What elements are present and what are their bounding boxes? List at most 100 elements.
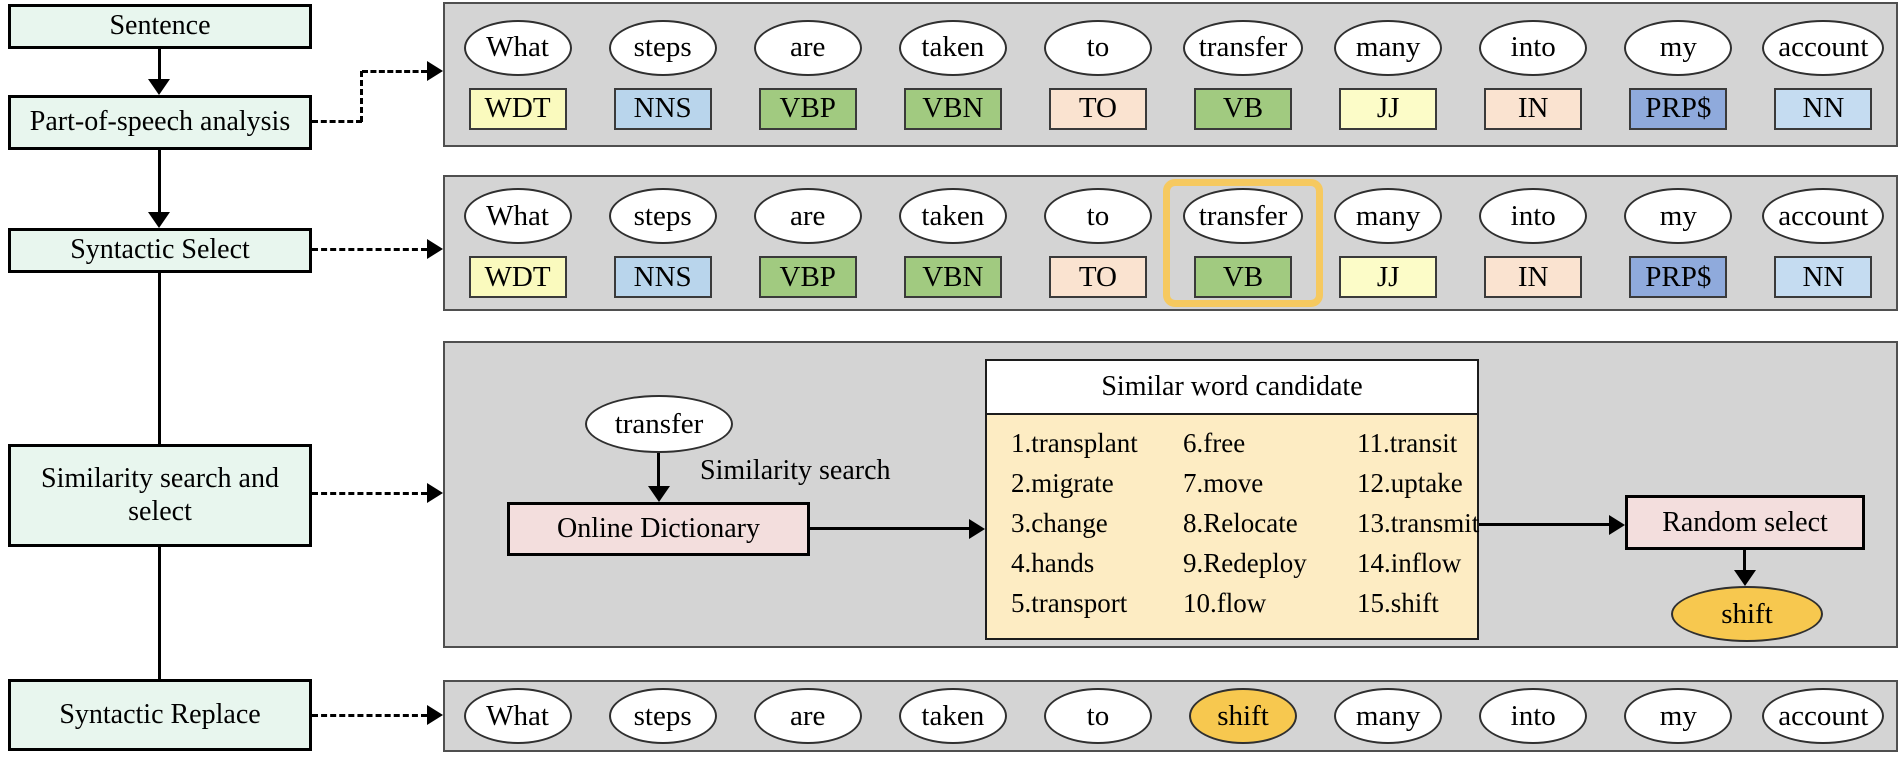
token-column: are VBP xyxy=(735,4,880,145)
candidate-item: 7.move xyxy=(1183,468,1264,498)
token-column: are xyxy=(735,682,880,750)
token-column: steps xyxy=(590,682,735,750)
word-ellipse: are xyxy=(753,688,862,744)
arrow-right-icon xyxy=(969,519,985,539)
connector-line xyxy=(1479,523,1609,526)
connector-line xyxy=(657,453,660,487)
candidate-table-title: Similar word candidate xyxy=(987,361,1477,415)
candidate-item: 10.flow xyxy=(1183,588,1267,618)
word-ellipse: taken xyxy=(898,188,1007,244)
connector-line xyxy=(1743,550,1746,571)
word-ellipse: transfer xyxy=(1182,188,1304,244)
word-ellipse: What xyxy=(463,688,572,744)
token-column: What WDT xyxy=(445,4,590,145)
candidate-item: 1.transplant xyxy=(1011,428,1138,458)
flow-step-similarity-search: Similarity search and select xyxy=(8,444,312,547)
token-column: steps NNS xyxy=(590,4,735,145)
candidate-item: 15.shift xyxy=(1357,588,1439,618)
pos-tag: JJ xyxy=(1339,256,1438,298)
pos-tag: NNS xyxy=(613,256,712,298)
word-ellipse: account xyxy=(1762,19,1885,76)
token-column: account NN xyxy=(1751,4,1896,145)
word-ellipse: to xyxy=(1043,688,1152,744)
connector-line xyxy=(810,527,969,530)
word-ellipse: are xyxy=(753,188,862,244)
dashed-connector xyxy=(312,714,427,717)
token-column: into IN xyxy=(1461,177,1606,309)
dashed-connector xyxy=(312,248,427,251)
token-column: What xyxy=(445,682,590,750)
connector-line xyxy=(158,273,161,444)
token-column: taken VBN xyxy=(880,177,1025,309)
pos-analysis-panel: What WDT steps NNS are VBP taken VBN to … xyxy=(443,2,1898,147)
token-column: to TO xyxy=(1025,177,1170,309)
random-select-box: Random select xyxy=(1625,495,1865,550)
pos-tag: WDT xyxy=(468,256,567,298)
arrow-down-icon xyxy=(1734,570,1756,586)
pos-tag: TO xyxy=(1048,256,1147,298)
token-column: taken VBN xyxy=(880,4,1025,145)
similarity-search-label: Similarity search xyxy=(700,455,891,486)
token-column: to xyxy=(1025,682,1170,750)
source-word-ellipse: transfer xyxy=(585,395,733,453)
candidate-column-1: 1.transplant 2.migrate 3.change 4.hands … xyxy=(1011,423,1138,623)
candidate-item: 8.Relocate xyxy=(1183,508,1298,538)
arrow-down-icon xyxy=(148,212,170,228)
word-ellipse: my xyxy=(1624,188,1733,244)
connector-line xyxy=(158,150,161,213)
selected-word-ellipse: shift xyxy=(1671,586,1823,642)
token-column: many JJ xyxy=(1316,177,1461,309)
flow-step-syntactic-replace: Syntactic Replace xyxy=(8,679,312,751)
word-ellipse: many xyxy=(1334,188,1443,244)
token-column: my xyxy=(1606,682,1751,750)
word-ellipse: account xyxy=(1762,688,1885,744)
word-ellipse: steps xyxy=(608,19,717,76)
syntactic-select-panel: What WDT steps NNS are VBP taken VBN to … xyxy=(443,175,1898,311)
arrow-right-icon xyxy=(427,239,443,259)
token-column: are VBP xyxy=(735,177,880,309)
arrow-right-icon xyxy=(427,705,443,725)
pos-tag: VBP xyxy=(758,87,857,130)
pos-tag: JJ xyxy=(1339,87,1438,130)
candidate-item: 13.transmit xyxy=(1357,508,1480,538)
arrow-right-icon xyxy=(1609,515,1625,535)
candidate-item: 2.migrate xyxy=(1011,468,1114,498)
candidate-item: 3.change xyxy=(1011,508,1108,538)
candidate-item: 4.hands xyxy=(1011,548,1095,578)
flow-step-sentence: Sentence xyxy=(8,4,312,49)
token-column: steps NNS xyxy=(590,177,735,309)
pos-tag: WDT xyxy=(468,87,567,130)
token-column: my PRP$ xyxy=(1606,4,1751,145)
pos-tag: PRP$ xyxy=(1629,87,1728,130)
connector-line xyxy=(158,547,161,679)
token-column: my PRP$ xyxy=(1606,177,1751,309)
pos-tag: TO xyxy=(1048,87,1147,130)
similarity-search-panel: transfer Similarity search Online Dictio… xyxy=(443,341,1898,648)
pos-tag: VBN xyxy=(903,87,1002,130)
word-ellipse: into xyxy=(1479,188,1588,244)
pos-tag: VB xyxy=(1194,256,1293,298)
pos-tag: NN xyxy=(1774,256,1873,298)
word-ellipse: into xyxy=(1479,19,1588,76)
token-column: to TO xyxy=(1025,4,1170,145)
pos-tag: NNS xyxy=(613,87,712,130)
pos-tag: NN xyxy=(1774,87,1873,130)
pos-tag: VBP xyxy=(758,256,857,298)
similar-word-candidate-table: Similar word candidate 1.transplant 2.mi… xyxy=(985,359,1479,640)
candidate-item: 9.Redeploy xyxy=(1183,548,1307,578)
pos-tag: VBN xyxy=(903,256,1002,298)
token-column: into xyxy=(1461,682,1606,750)
word-ellipse: into xyxy=(1479,688,1588,744)
candidate-column-3: 11.transit 12.uptake 13.transmit 14.infl… xyxy=(1357,423,1479,623)
word-ellipse: to xyxy=(1043,19,1152,76)
dashed-connector xyxy=(312,120,362,123)
word-ellipse: steps xyxy=(608,688,717,744)
arrow-right-icon xyxy=(427,483,443,503)
token-column: taken xyxy=(880,682,1025,750)
token-column: transfer VB xyxy=(1170,4,1315,145)
arrow-down-icon xyxy=(648,486,670,502)
flow-step-syntactic-select: Syntactic Select xyxy=(8,228,312,273)
replaced-word-ellipse: shift xyxy=(1189,688,1298,744)
word-ellipse: many xyxy=(1334,688,1443,744)
